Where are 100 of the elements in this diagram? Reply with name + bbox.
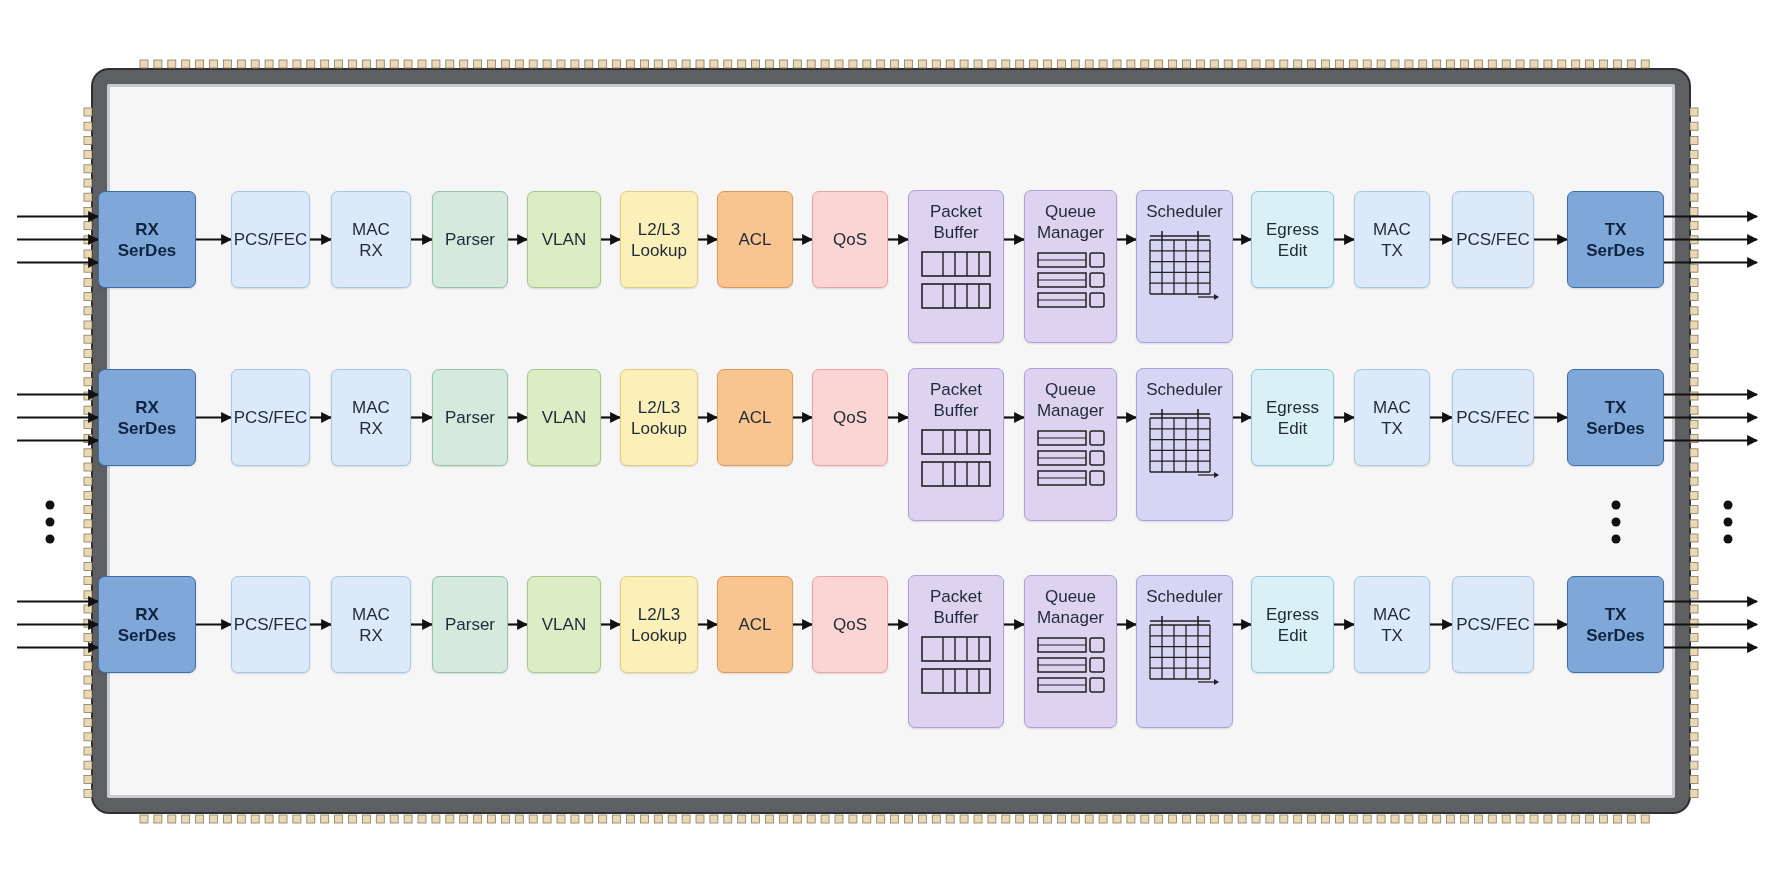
process-box (432, 576, 508, 673)
block-label: Parser (444, 229, 496, 250)
arrow (310, 619, 333, 630)
block-label: MAC TX (1373, 396, 1411, 439)
arrow (698, 412, 719, 423)
arrow (196, 412, 233, 423)
block-label: TX SerDes (1586, 218, 1645, 261)
arrow (1534, 234, 1569, 245)
block-label: VLAN (541, 407, 587, 428)
process-box (527, 369, 601, 466)
process-box (717, 191, 793, 288)
process-box (620, 576, 698, 673)
process-box (1251, 576, 1334, 673)
block-label: Packet Buffer (930, 379, 982, 421)
block-label: QoS (833, 614, 867, 635)
block-label: ACL (738, 229, 772, 250)
process-box (1136, 575, 1233, 728)
arrow (793, 619, 814, 630)
arrow (196, 619, 233, 630)
arrow (1233, 619, 1253, 630)
process-box (331, 576, 411, 673)
arrow (1233, 234, 1253, 245)
arrow (1664, 596, 1759, 607)
arrow (888, 234, 910, 245)
arrow (1664, 389, 1759, 400)
process-box (1024, 190, 1117, 343)
block-label: Egress Edit (1266, 603, 1319, 646)
block-label: Egress Edit (1266, 396, 1319, 439)
process-box (98, 191, 196, 288)
arrow (1664, 435, 1759, 446)
block-label: L2/L3 Lookup (631, 603, 687, 646)
arrow (508, 619, 529, 630)
arrow (601, 234, 622, 245)
process-box (908, 368, 1004, 521)
process-box (98, 369, 196, 466)
arrow (411, 234, 434, 245)
process-box (231, 576, 310, 673)
block-label: RX SerDes (117, 396, 177, 439)
process-box (1567, 369, 1664, 466)
process-box (231, 191, 310, 288)
arrow (17, 234, 100, 245)
process-box (527, 191, 601, 288)
process-box (908, 575, 1004, 728)
block-label: Queue Manager (1036, 586, 1105, 628)
process-box (1024, 368, 1117, 521)
block-label: Queue Manager (1036, 201, 1105, 243)
process-box (527, 576, 601, 673)
arrow (888, 412, 910, 423)
process-box (1452, 369, 1534, 466)
process-box (1251, 369, 1334, 466)
arrow (310, 412, 333, 423)
process-box (620, 369, 698, 466)
block-label: PCS/FEC (233, 229, 308, 250)
arrow (1664, 619, 1759, 630)
arrow (17, 642, 100, 653)
arrow (1117, 412, 1138, 423)
process-box (331, 191, 411, 288)
process-box (1251, 191, 1334, 288)
process-box (1136, 368, 1233, 521)
arrow (508, 234, 529, 245)
arrow (1664, 642, 1759, 653)
process-box (1354, 369, 1430, 466)
arrow (793, 234, 814, 245)
arrow (17, 257, 100, 268)
arrow (1004, 234, 1026, 245)
block-label: MAC RX (352, 603, 390, 646)
block-label: ACL (738, 614, 772, 635)
arrow (1664, 234, 1759, 245)
process-box (432, 191, 508, 288)
block-label: Scheduler (1146, 379, 1223, 400)
arrow (411, 412, 434, 423)
process-box (620, 191, 698, 288)
arrow (1534, 412, 1569, 423)
arrow (793, 412, 814, 423)
arrow (1664, 257, 1759, 268)
block-label: Queue Manager (1036, 379, 1105, 421)
arrow (17, 435, 100, 446)
arrow (888, 619, 910, 630)
block-label: Packet Buffer (930, 586, 982, 628)
block-label: QoS (833, 407, 867, 428)
block-label: TX SerDes (1586, 396, 1645, 439)
process-box (812, 369, 888, 466)
arrow (1334, 619, 1356, 630)
process-box (1024, 575, 1117, 728)
block-label: QoS (833, 229, 867, 250)
block-label: L2/L3 Lookup (631, 218, 687, 261)
arrow (1004, 412, 1026, 423)
arrow (310, 234, 333, 245)
block-label: Scheduler (1146, 586, 1223, 607)
arrow (698, 619, 719, 630)
process-box (331, 369, 411, 466)
block-label: TX SerDes (1586, 603, 1645, 646)
process-box (1567, 576, 1664, 673)
process-box (1452, 576, 1534, 673)
arrow (1334, 412, 1356, 423)
arrow (17, 619, 100, 630)
arrow (1117, 619, 1138, 630)
block-label: Parser (444, 407, 496, 428)
block-label: RX SerDes (117, 603, 177, 646)
block-label: PCS/FEC (1456, 229, 1530, 250)
